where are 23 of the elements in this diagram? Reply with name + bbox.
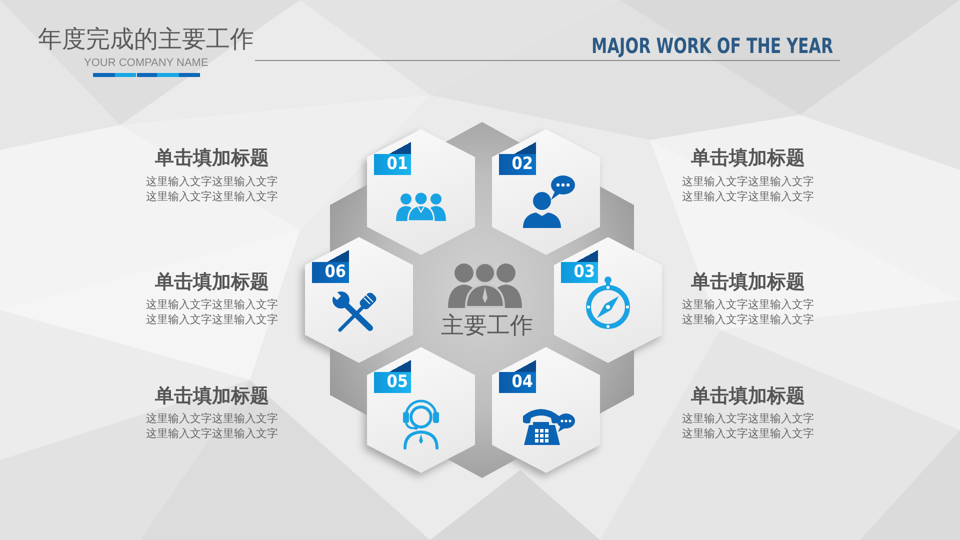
heading: 单击填加标题 bbox=[155, 270, 269, 294]
body-text: 这里输入文字这里输入文字这里输入文字这里输入文字 bbox=[145, 410, 279, 442]
heading: 单击填加标题 bbox=[155, 384, 269, 408]
title: 年度完成的主要工作 bbox=[38, 25, 254, 53]
number-tag: 01 bbox=[374, 142, 411, 175]
number-tag: 03 bbox=[561, 250, 598, 283]
center-label: 主要工作 bbox=[441, 312, 533, 340]
company-name: YOUR COMPANY NAME bbox=[84, 56, 208, 70]
hexagon-tile bbox=[554, 237, 662, 363]
number-tag: 02 bbox=[499, 142, 536, 175]
body-text: 这里输入文字这里输入文字这里输入文字这里输入文字 bbox=[681, 174, 815, 204]
number-tag: 04 bbox=[499, 360, 536, 393]
number-tag: 05 bbox=[374, 360, 411, 393]
body-text: 这里输入文字这里输入文字这里输入文字这里输入文字 bbox=[681, 410, 815, 442]
number-tag: 06 bbox=[312, 250, 349, 283]
heading: 单击填加标题 bbox=[155, 146, 269, 170]
body-text: 这里输入文字这里输入文字这里输入文字这里输入文字 bbox=[145, 174, 279, 204]
heading: 单击填加标题 bbox=[691, 384, 805, 408]
subtitle: MAJOR WORK OF THE YEAR bbox=[592, 34, 834, 58]
heading: 单击填加标题 bbox=[691, 146, 805, 170]
body-text: 这里输入文字这里输入文字这里输入文字这里输入文字 bbox=[145, 296, 279, 328]
heading: 单击填加标题 bbox=[691, 270, 805, 294]
body-text: 这里输入文字这里输入文字这里输入文字这里输入文字 bbox=[681, 296, 815, 328]
